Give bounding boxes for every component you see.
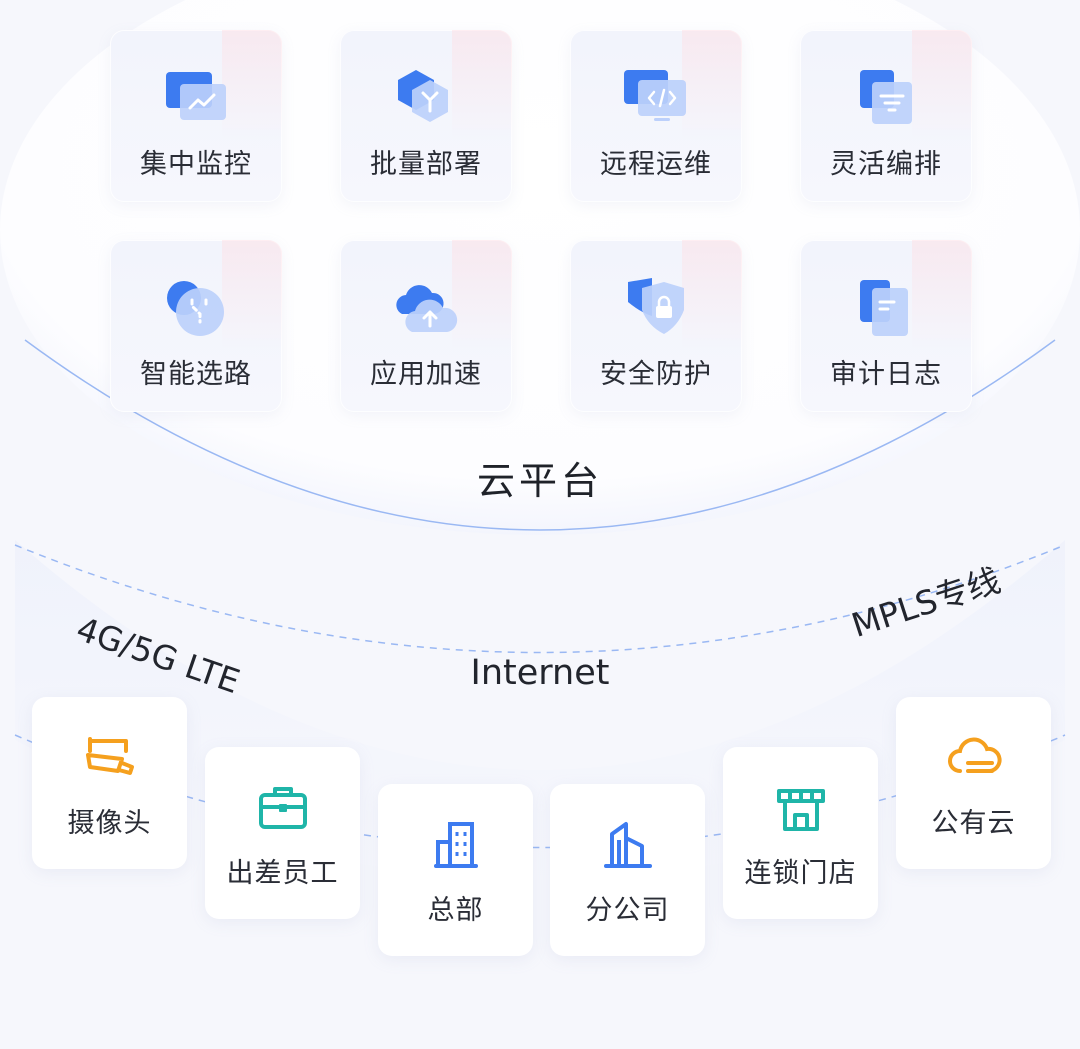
network-dashed-arc-upper xyxy=(14,544,1066,654)
deploy-hexagon-icon xyxy=(398,70,448,122)
headquarters-building-icon xyxy=(433,822,478,868)
network-label-internet: Internet xyxy=(470,653,610,693)
shield-lock-icon xyxy=(628,278,684,334)
monitor-chart-icon xyxy=(166,72,226,120)
orchestration-filter-icon xyxy=(860,70,912,124)
endpoint-label: 总部 xyxy=(427,895,484,926)
endpoint-label: 分公司 xyxy=(585,895,670,926)
briefcase-icon xyxy=(258,787,307,829)
feature-tile-smart-routing[interactable]: 智能选路 xyxy=(110,240,282,412)
feature-label: 智能选路 xyxy=(140,359,252,390)
feature-label: 审计日志 xyxy=(830,359,942,390)
endpoint-card-branch[interactable]: 分公司 xyxy=(550,784,705,956)
feature-tile-audit-log[interactable]: 审计日志 xyxy=(800,240,972,412)
cloud-upload-icon xyxy=(396,285,458,332)
branch-building-icon xyxy=(603,822,652,868)
endpoint-card-public-cloud[interactable]: 公有云 xyxy=(896,697,1051,869)
endpoint-card-camera[interactable]: 摄像头 xyxy=(32,697,187,869)
remote-code-icon xyxy=(624,70,686,121)
cloud-platform-rim xyxy=(24,339,1056,531)
feature-label: 集中监控 xyxy=(140,149,252,180)
feature-label: 远程运维 xyxy=(600,149,712,180)
endpoint-card-headquarters[interactable]: 总部 xyxy=(378,784,533,956)
feature-tile-app-acceleration[interactable]: 应用加速 xyxy=(340,240,512,412)
public-cloud-icon xyxy=(947,737,1002,773)
camera-icon xyxy=(85,737,134,775)
feature-label: 应用加速 xyxy=(370,359,482,390)
storefront-icon xyxy=(776,789,825,831)
feature-tile-remote-ops[interactable]: 远程运维 xyxy=(570,30,742,202)
feature-tile-security[interactable]: 安全防护 xyxy=(570,240,742,412)
feature-label: 批量部署 xyxy=(370,149,482,180)
endpoint-label: 公有云 xyxy=(931,808,1016,839)
feature-tile-monitoring[interactable]: 集中监控 xyxy=(110,30,282,202)
endpoint-card-chain-store[interactable]: 连锁门店 xyxy=(723,747,878,919)
feature-tile-batch-deploy[interactable]: 批量部署 xyxy=(340,30,512,202)
cloud-platform-title: 云平台 xyxy=(476,459,603,503)
endpoint-label: 连锁门店 xyxy=(744,858,857,889)
feature-label: 灵活编排 xyxy=(830,149,942,180)
endpoint-label: 出差员工 xyxy=(226,858,339,889)
endpoint-card-traveling-staff[interactable]: 出差员工 xyxy=(205,747,360,919)
endpoint-label: 摄像头 xyxy=(67,808,152,839)
smart-route-icon xyxy=(167,281,224,336)
feature-label: 安全防护 xyxy=(600,359,712,390)
feature-tile-orchestration[interactable]: 灵活编排 xyxy=(800,30,972,202)
document-log-icon xyxy=(860,280,908,336)
